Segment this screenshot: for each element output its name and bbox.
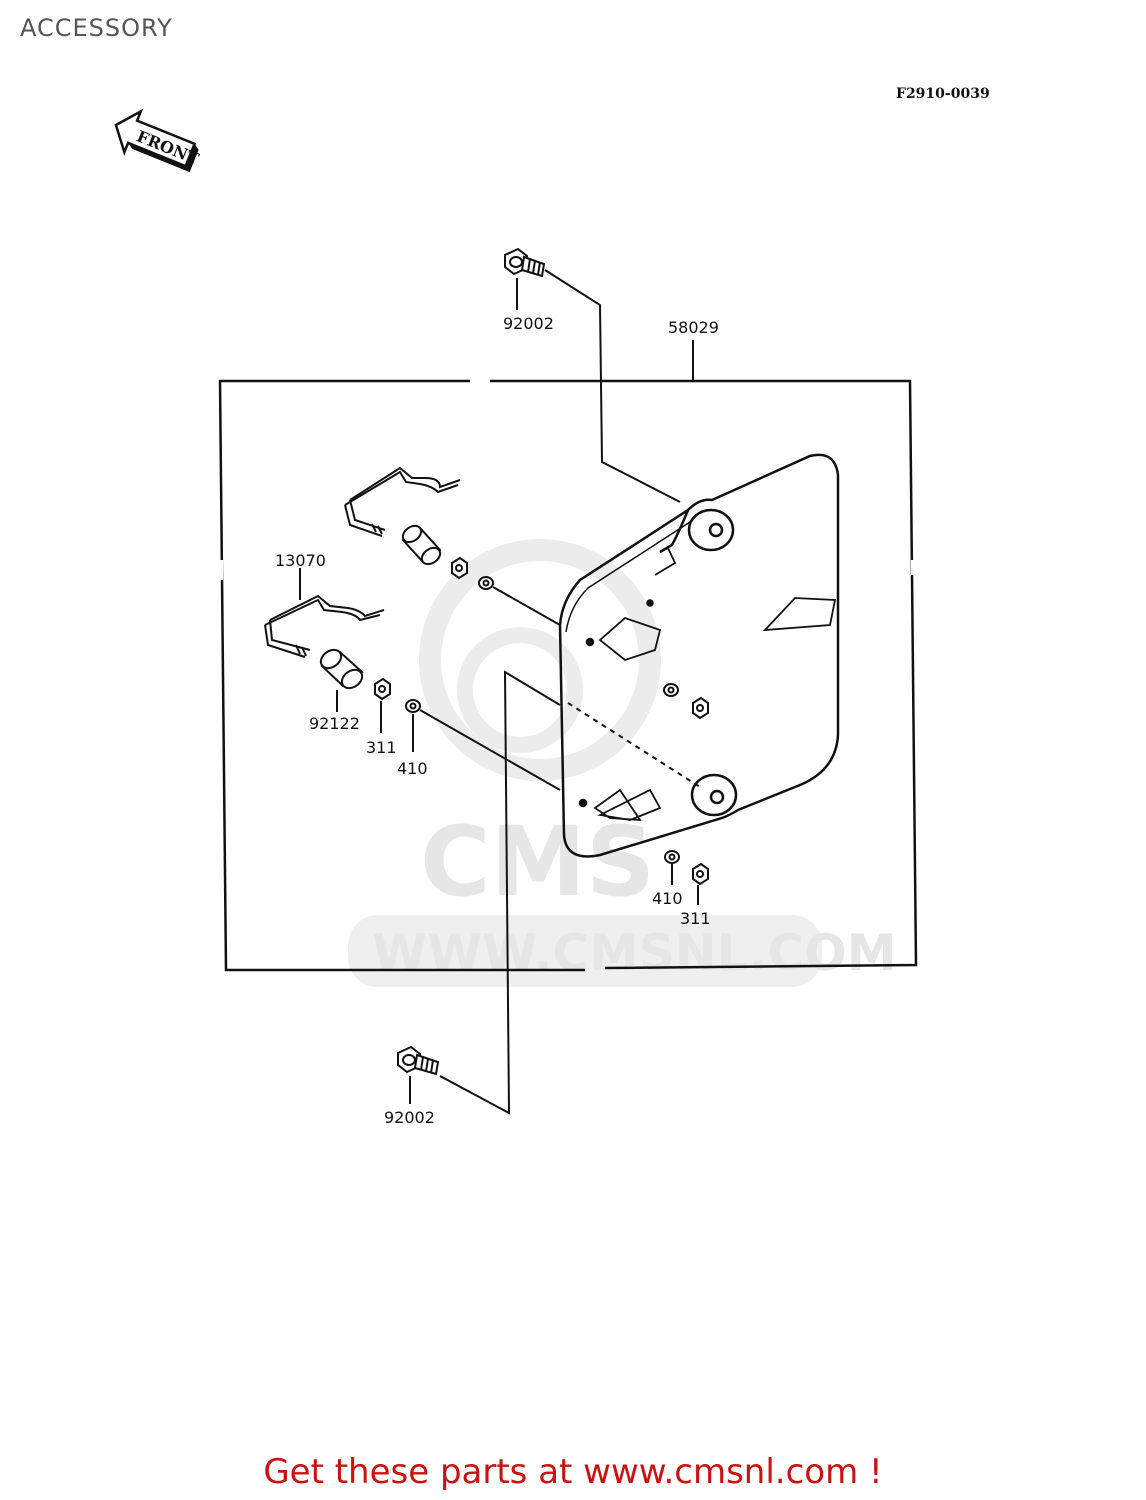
- bolt-bottom-icon: [397, 1045, 440, 1076]
- bolt-top-icon: [504, 247, 546, 278]
- page-title: ACCESSORY: [20, 14, 173, 42]
- carrier-plate-icon: [558, 453, 840, 858]
- washer-right-icon: [664, 850, 680, 864]
- label-hook-rod: 13070: [275, 551, 326, 570]
- nut-left-icon: [374, 677, 391, 701]
- assembly-frame: [218, 379, 918, 972]
- label-nut-left: 311: [366, 738, 397, 757]
- nut-right-icon: [692, 862, 709, 886]
- washer-upper-icon: [478, 576, 494, 590]
- watermark-url: WWW.CMSNL.COM: [372, 924, 897, 982]
- label-collar: 92122: [309, 714, 360, 733]
- label-bolt-bottom: 92002: [384, 1108, 435, 1127]
- label-washer-left: 410: [397, 759, 428, 778]
- washer-left-icon: [405, 699, 421, 713]
- collar-lower-icon: [319, 648, 364, 690]
- footer-link[interactable]: Get these parts at www.cmsnl.com !: [263, 1452, 883, 1492]
- label-bolt-top: 92002: [503, 314, 554, 333]
- label-nut-right: 311: [680, 909, 711, 928]
- nut-plate-icon: [692, 696, 709, 720]
- collar-upper-icon: [401, 524, 442, 566]
- watermark-logo: CMS WWW.CMSNL.COM: [348, 539, 897, 987]
- front-arrow-icon: FRONT: [114, 108, 202, 173]
- label-carrier-assy: 58029: [668, 318, 719, 337]
- nut-upper-icon: [451, 556, 468, 580]
- label-washer-right: 410: [652, 889, 683, 908]
- hook-rod-upper-icon: [344, 466, 461, 537]
- hook-rod-lower-icon: [264, 594, 385, 658]
- watermark-logo-text: CMS: [420, 806, 655, 918]
- washer-plate-icon: [663, 683, 679, 697]
- figure-reference: F2910-0039: [896, 86, 990, 102]
